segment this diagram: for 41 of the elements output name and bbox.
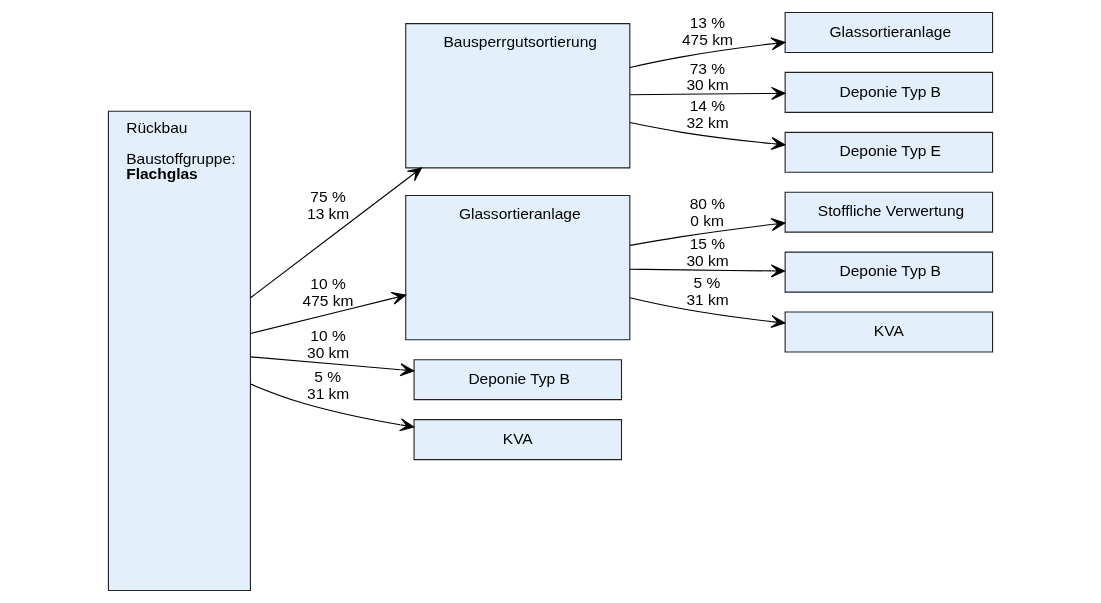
edge-label: 10 % <box>310 327 346 345</box>
edge-label: 5 % <box>693 273 721 291</box>
edge-label: 13 % <box>689 14 726 32</box>
edge-label: 32 km <box>686 114 729 132</box>
edge-label: 31 km <box>686 290 729 308</box>
node-box: Stoffliche Verwertung <box>784 191 994 233</box>
edge-label: 10 % <box>310 274 346 292</box>
edge-label: 15 % <box>689 235 726 253</box>
arrow <box>249 383 415 432</box>
node-box: Deponie Typ B <box>784 251 994 293</box>
node-box: Glassortieranlage <box>405 195 631 341</box>
arrow <box>629 37 786 69</box>
node-box: Deponie Typ E <box>784 131 994 173</box>
arrow <box>629 218 786 246</box>
edge-label: 13 km <box>307 205 350 223</box>
edge-label: 475 km <box>681 30 733 48</box>
node-box: Deponie Typ B <box>413 359 623 401</box>
edge-label: 75 % <box>310 188 346 206</box>
edge-label: 475 km <box>302 291 354 309</box>
arrow <box>629 264 786 278</box>
edge-label: 80 % <box>689 195 726 213</box>
node-box: KVA <box>413 419 623 461</box>
arrow <box>250 291 407 335</box>
edge-label: 30 km <box>686 76 729 94</box>
arrow <box>629 86 786 100</box>
edge-label: 14 % <box>689 97 726 115</box>
edge-label: 30 km <box>686 251 729 269</box>
arrow <box>629 122 786 151</box>
edge-label: 31 km <box>307 384 350 402</box>
node-box: Glassortieranlage <box>784 11 994 53</box>
arrow <box>250 167 423 299</box>
node-box: KVA <box>784 311 994 353</box>
edge-label: 5 % <box>314 368 341 386</box>
node-box: Deponie Typ B <box>784 71 994 113</box>
node-box: Rückbau Baustoffgruppe: Flachglas <box>107 110 251 592</box>
edge-label: 30 km <box>307 343 350 361</box>
node-box: Bausperrgutsortierung <box>405 23 631 169</box>
arrow <box>629 297 786 329</box>
arrow <box>250 356 415 377</box>
edge-label: 73 % <box>689 59 726 77</box>
edge-label: 0 km <box>690 211 724 229</box>
